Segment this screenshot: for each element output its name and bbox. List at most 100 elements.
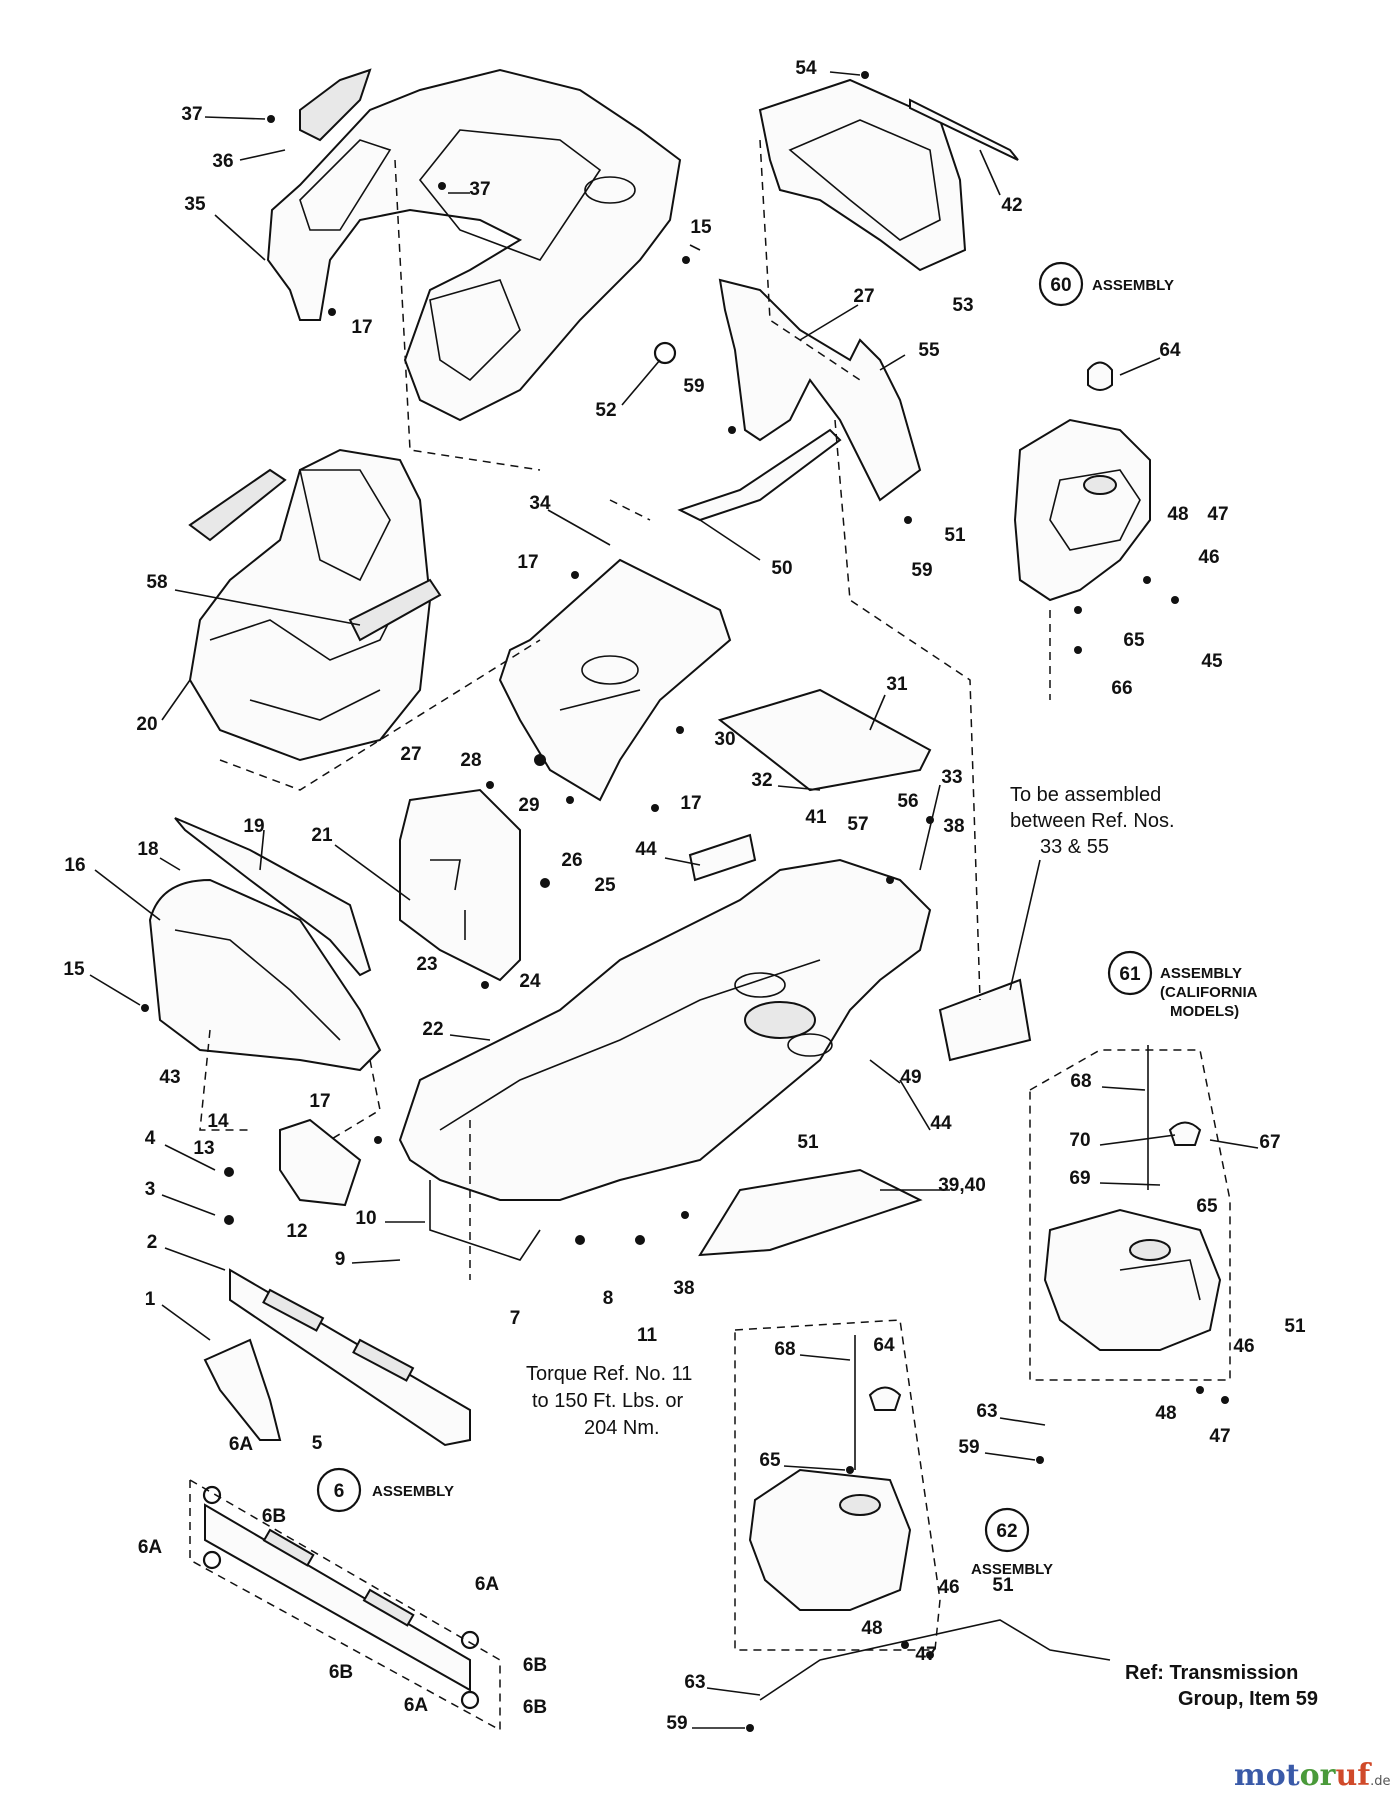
callout-label: 11 — [637, 1325, 658, 1346]
fuel-tank-62-part — [734, 1319, 941, 1651]
callout-label: 17 — [351, 317, 372, 338]
callout-label: 6B — [262, 1506, 286, 1527]
callout-label: 55 — [918, 340, 940, 361]
callout-label: 68 — [774, 1339, 795, 1360]
callout-label: 17 — [680, 793, 701, 814]
callout-label: 64 — [1159, 340, 1181, 361]
callout-label: 45 — [1201, 651, 1223, 672]
callout-label: 69 — [1069, 1168, 1090, 1189]
assembly-61-number: 61 — [1119, 964, 1141, 985]
callout-label: 19 — [243, 816, 264, 837]
callout-label: 50 — [771, 558, 792, 579]
callout-label: 6A — [229, 1434, 254, 1455]
assembly-62-marker: 62 ASSEMBLY — [971, 1507, 1053, 1578]
callout-label: 47 — [1207, 504, 1228, 525]
callout-label: 63 — [976, 1401, 997, 1422]
callout-label: 16 — [64, 855, 85, 876]
callout-label: 18 — [137, 839, 158, 860]
leader-lines — [89, 71, 1259, 1729]
callout-label: 43 — [159, 1067, 180, 1088]
front-axle-part — [203, 1268, 471, 1447]
callout-label: 6B — [523, 1697, 547, 1718]
callout-label: 17 — [517, 552, 538, 573]
callout-label: 12 — [286, 1221, 307, 1242]
callout-label: 27 — [853, 286, 874, 307]
assembly-note: To be assembled between Ref. Nos. 33 & 5… — [1009, 784, 1175, 991]
callout-label: 6A — [404, 1695, 429, 1716]
assembly-62-label: ASSEMBLY — [971, 1561, 1053, 1578]
fuel-tank-60-part — [1013, 361, 1151, 602]
callout-label: 46 — [938, 1577, 959, 1598]
callout-label: 41 — [805, 807, 827, 828]
callout-label: 49 — [900, 1067, 921, 1088]
assembly-dash-lines — [199, 139, 1051, 1280]
assembly-6-marker: 6 ASSEMBLY — [316, 1467, 454, 1513]
panel-21-part — [399, 788, 521, 982]
callout-label: 20 — [136, 714, 157, 735]
watermark-part-1: mot — [1234, 1758, 1300, 1793]
assembly-6-number: 6 — [334, 1481, 345, 1502]
callout-label: 54 — [795, 58, 817, 79]
watermark-part-2: or — [1300, 1758, 1337, 1793]
torque-note-line-2: to 150 Ft. Lbs. or — [532, 1390, 684, 1412]
callout-label: 28 — [460, 750, 481, 771]
callout-label: 21 — [311, 825, 333, 846]
callout-label: 59 — [666, 1713, 687, 1734]
bracket-44-part — [688, 833, 1032, 1062]
callout-label: 2 — [147, 1232, 158, 1253]
callout-label: 29 — [518, 795, 539, 816]
main-frame-part — [398, 858, 932, 1261]
assembly-60-marker: 60 ASSEMBLY — [1038, 261, 1174, 307]
callout-label: 65 — [759, 1450, 781, 1471]
callout-label: 58 — [146, 572, 167, 593]
torque-note-line-1: Torque Ref. No. 11 — [526, 1363, 692, 1385]
callout-label: 35 — [184, 194, 206, 215]
callout-label: 48 — [861, 1618, 882, 1639]
assembly-61-label: ASSEMBLY — [1160, 965, 1242, 982]
callout-label: 15 — [63, 959, 85, 980]
watermark-part-3: uf — [1335, 1758, 1372, 1793]
torque-note: Torque Ref. No. 11 to 150 Ft. Lbs. or 20… — [526, 1363, 692, 1439]
callout-label: 25 — [594, 875, 616, 896]
callout-label: 42 — [1001, 195, 1022, 216]
assembly-61-extra-1: (CALIFORNIA — [1160, 984, 1258, 1001]
fender-part — [148, 817, 382, 1072]
callout-label: 47 — [915, 1644, 936, 1665]
callout-label: 51 — [797, 1132, 819, 1153]
callout-label: 47 — [1209, 1426, 1230, 1447]
callout-label: 51 — [944, 525, 966, 546]
mount-plate-34-part — [498, 558, 732, 802]
callout-label: 38 — [673, 1278, 694, 1299]
callout-label: 65 — [1196, 1196, 1218, 1217]
console-panel-part — [266, 68, 682, 422]
assembly-note-line-3: 33 & 55 — [1040, 836, 1109, 858]
callout-label: 6A — [475, 1574, 500, 1595]
callout-label: 13 — [193, 1138, 214, 1159]
callout-label: 67 — [1259, 1132, 1280, 1153]
callout-label: 8 — [603, 1288, 614, 1309]
callout-label: 30 — [714, 729, 735, 750]
callout-label: 59 — [683, 376, 704, 397]
callout-label: 26 — [561, 850, 582, 871]
callout-label: 39,40 — [938, 1175, 986, 1196]
callout-label: 56 — [897, 791, 918, 812]
assembly-note-line-2: between Ref. Nos. — [1010, 810, 1175, 832]
callout-label: 22 — [422, 1019, 443, 1040]
callout-label: 34 — [529, 493, 551, 514]
callout-label: 6B — [523, 1655, 547, 1676]
callout-label: 57 — [847, 814, 868, 835]
axle-mount-12-part — [279, 1118, 362, 1207]
callout-label: 3 — [145, 1179, 156, 1200]
tank-cover-part — [758, 78, 1019, 272]
seat-part — [188, 448, 442, 762]
callout-label: 24 — [519, 971, 541, 992]
callout-label: 51 — [1284, 1316, 1306, 1337]
assembly-62-number: 62 — [996, 1521, 1017, 1542]
callout-label: 46 — [1233, 1336, 1254, 1357]
callout-label: 48 — [1155, 1403, 1176, 1424]
callout-label: 48 — [1167, 504, 1188, 525]
bumper-assembly-part — [189, 1478, 501, 1732]
callout-label: 38 — [943, 816, 964, 837]
assembly-note-line-1: To be assembled — [1010, 784, 1161, 806]
